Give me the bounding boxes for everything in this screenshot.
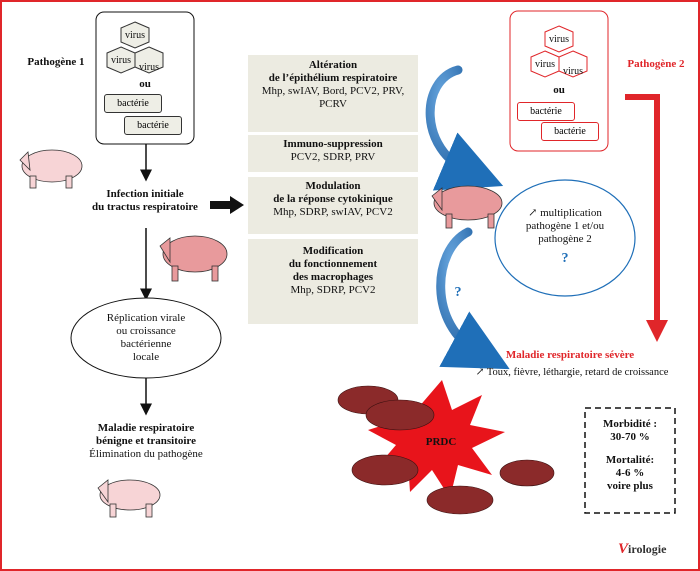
mechanism-panel-1: Altération de l’épithélium respiratoire … — [248, 55, 418, 132]
pathogen2-virus-2: virus — [535, 59, 555, 70]
infection-line1: Infection initiale — [106, 188, 184, 200]
pig-icon-pink-3 — [431, 185, 503, 229]
pathogen1-virus-1: virus — [125, 30, 145, 41]
morbidity-label: Morbidité : — [602, 418, 658, 430]
pathogen1-virus-cluster — [106, 21, 164, 74]
pig-icon-pink-2 — [159, 235, 228, 282]
multiplication-line3: pathogène 2 — [538, 233, 592, 245]
pathogen1-ou: ou — [139, 78, 151, 90]
pathogen2-virus-cluster — [530, 25, 588, 78]
mechanism-3-body-1: Mhp, SDRP, swIAV, PCV2 — [273, 206, 393, 218]
mechanism-2-body-1: PCV2, SDRP, PRV — [290, 151, 376, 163]
pig-icon-dark-group — [337, 385, 555, 515]
prdc-label: PRDC — [425, 436, 457, 448]
pathogen2-ou: ou — [553, 84, 565, 96]
mechanism-3-title-2: de la réponse cytokinique — [273, 193, 393, 205]
multiplication-question: ? — [561, 251, 569, 266]
pathogen2-label: Pathogène 2 — [627, 58, 685, 70]
multiplication-label: ↗ multiplication pathogène 1 et/ou patho… — [505, 207, 625, 266]
replication-line2: ou croissance — [116, 325, 176, 337]
stats-box — [584, 407, 676, 514]
mechanism-2-title-1: Immuno-suppression — [283, 138, 383, 150]
mechanism-4-title-3: des macrophages — [292, 271, 374, 283]
replication-label: Réplication virale ou croissance bactéri… — [76, 312, 216, 364]
mechanism-panel-3: Modulation de la réponse cytokinique Mhp… — [248, 177, 418, 234]
mechanism-1-body-1: Mhp, swIAV, Bord, PCV2, PRV, — [261, 85, 405, 97]
pathogen2-bacteria-2: bactérie — [541, 122, 599, 141]
mortality-value-2: voire plus — [607, 480, 653, 492]
benign-line2: bénigne et transitoire — [95, 435, 196, 447]
arrow-pathogen2-to-severe — [625, 94, 668, 342]
benign-line1: Maladie respiratoire — [97, 422, 195, 434]
infection-line2: du tractus respiratoire — [92, 201, 198, 213]
mechanism-1-title-2: de l’épithélium respiratoire — [268, 72, 398, 84]
mechanism-panel-2: Immuno-suppression PCV2, SDRP, PRV — [248, 135, 418, 172]
logo-rest: irologie — [628, 542, 667, 556]
logo-letter: V — [618, 541, 629, 557]
pathogen1-virus-3: virus — [139, 62, 159, 73]
pathogen2-virus-1: virus — [549, 34, 569, 45]
replication-line4: locale — [132, 351, 160, 363]
multiplication-line2: pathogène 1 et/ou — [525, 220, 605, 232]
pathogen1-label: Pathogène 1 — [27, 56, 85, 68]
multiplication-line1: ↗ multiplication — [528, 207, 602, 219]
mechanism-1-title-1: Altération — [308, 59, 358, 71]
multiplication-ellipse — [494, 179, 636, 297]
pig-icon-pale-1 — [19, 149, 83, 189]
replication-line3: bactérienne — [120, 338, 172, 350]
mortality-value-1: 4-6 % — [615, 467, 645, 479]
benign-line3: Élimination du pathogène — [89, 448, 203, 460]
replication-ellipse — [70, 297, 222, 379]
infection-label: Infection initiale du tractus respiratoi… — [70, 188, 220, 214]
mortality-label: Mortalité: — [605, 454, 655, 466]
morbidity-value: 30-70 % — [610, 431, 650, 443]
benign-label: Maladie respiratoire bénigne et transito… — [60, 422, 232, 461]
stats-content: Morbidité : 30-70 % Mortalité: 4-6 % voi… — [588, 418, 672, 493]
pig-icon-pale-4 — [97, 479, 161, 518]
pathogen2-bacteria-1: bactérie — [517, 102, 575, 121]
pathogen2-virus-3: virus — [563, 66, 583, 77]
replication-line1: Réplication virale — [106, 312, 186, 324]
pathogen1-bacteria-2: bactérie — [124, 116, 182, 135]
mechanism-3-title-1: Modulation — [305, 180, 361, 192]
virologie-logo: Virologie — [618, 541, 666, 558]
severe-title: Maladie respiratoire sévère — [505, 349, 635, 361]
mechanism-panel-4: Modification du fonctionnement des macro… — [248, 239, 418, 324]
mechanism-4-title-2: du fonctionnement — [288, 258, 378, 270]
pathogen1-bacteria-1: bactérie — [104, 94, 162, 113]
mechanism-4-body-1: Mhp, SDRP, PCV2 — [290, 284, 376, 296]
pathogen1-virus-2: virus — [111, 55, 131, 66]
severe-symptoms: ↗ Toux, fièvre, léthargie, retard de cro… — [475, 367, 669, 378]
arrow-infection-to-mechanisms — [210, 196, 244, 214]
question-mark: ? — [454, 285, 462, 300]
blue-arrow-upper — [425, 65, 504, 191]
mechanism-1-body-2: PCRV — [319, 98, 347, 110]
blue-arrow-lower — [436, 227, 510, 370]
mechanism-4-title-1: Modification — [302, 245, 364, 257]
